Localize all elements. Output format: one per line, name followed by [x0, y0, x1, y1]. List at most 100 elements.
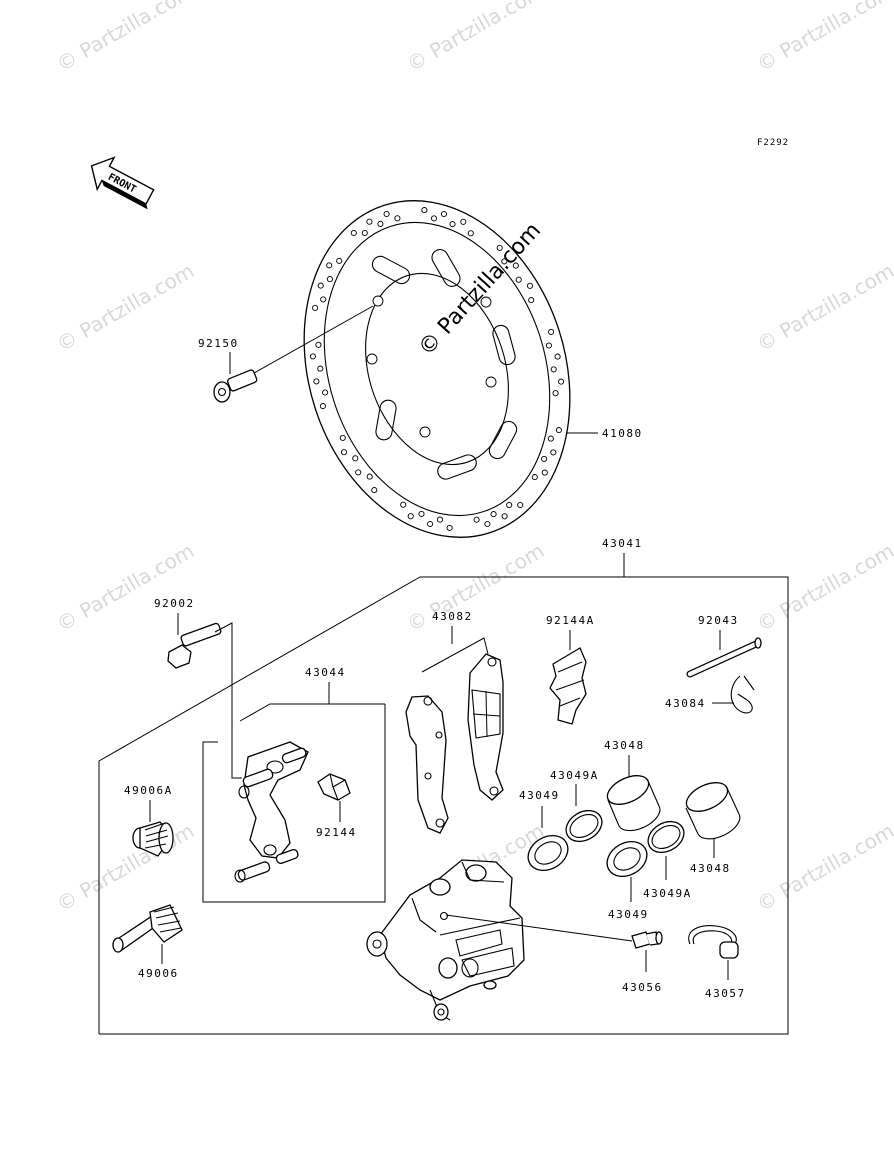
- disc-hole: [362, 230, 367, 235]
- disc-hole: [491, 511, 496, 516]
- bleed-valve: [632, 932, 662, 948]
- disc-hole: [337, 258, 342, 263]
- watermark: © Partzilla.com: [753, 818, 894, 916]
- disc-hole: [419, 511, 424, 516]
- disc-hole: [461, 219, 466, 224]
- disc-hole: [367, 219, 372, 224]
- seal-ring-a-upper: [561, 804, 608, 847]
- part-label: 92043: [698, 614, 739, 627]
- part-label: 92150: [198, 337, 239, 350]
- part-label: 43049A: [643, 887, 692, 900]
- part-label: 41080: [602, 427, 643, 440]
- disc-hole: [367, 474, 372, 479]
- brake-disc: [262, 166, 612, 572]
- disc-hole: [551, 450, 556, 455]
- disc-hole: [546, 343, 551, 348]
- part-label: 43049A: [550, 769, 599, 782]
- disc-hole: [310, 354, 315, 359]
- piston-upper: [603, 770, 660, 831]
- brake-pad-outer: [468, 654, 503, 800]
- disc-hole: [340, 435, 345, 440]
- disc-hole: [518, 502, 523, 507]
- seal-ring-lower: [601, 835, 653, 884]
- disc-hole: [341, 450, 346, 455]
- disc-hole: [529, 298, 534, 303]
- disc-hole: [431, 216, 436, 221]
- disc-hole: [384, 211, 389, 216]
- part-label: 92144A: [546, 614, 595, 627]
- pad-spring: [550, 648, 586, 724]
- disc-hole: [507, 502, 512, 507]
- watermark: © Partzilla.com: [53, 538, 199, 636]
- watermark: © Partzilla.com: [403, 538, 549, 636]
- disc-hole: [441, 211, 446, 216]
- disc-hole: [428, 521, 433, 526]
- disc-hole: [437, 517, 442, 522]
- part-label: 92144: [316, 826, 357, 839]
- disc-hole: [551, 367, 556, 372]
- disc-hole: [378, 221, 383, 226]
- caliper-bolt: [168, 623, 222, 668]
- caliper-body: [367, 860, 524, 1020]
- watermark: © Partzilla.com: [53, 818, 199, 916]
- disc-hole: [422, 208, 427, 213]
- disc-hole: [356, 470, 361, 475]
- part-label: 43057: [705, 987, 746, 1000]
- disc-hole: [474, 517, 479, 522]
- disc-hole: [318, 366, 323, 371]
- disc-hole: [320, 404, 325, 409]
- disc-hole: [548, 436, 553, 441]
- disc-hole: [318, 283, 323, 288]
- figure-id: F2292: [757, 138, 789, 148]
- watermark: © Partzilla.com: [53, 258, 199, 356]
- disc-hole: [321, 297, 326, 302]
- part-label: 43044: [305, 666, 346, 679]
- disc-hole: [372, 488, 377, 493]
- disc-hole: [553, 391, 558, 396]
- disc-hole: [314, 379, 319, 384]
- part-label: 43041: [602, 537, 643, 550]
- disc-hole: [323, 390, 328, 395]
- disc-hole: [395, 216, 400, 221]
- watermark: © Partzilla.com: [403, 0, 549, 76]
- disc-hole: [485, 521, 490, 526]
- disc-hole: [542, 456, 547, 461]
- part-label: 43082: [432, 610, 473, 623]
- holder-spring: [318, 774, 350, 800]
- watermark: © Partzilla.com: [753, 258, 894, 356]
- watermark: © Partzilla.com: [753, 538, 894, 636]
- watermark: © Partzilla.com: [53, 0, 199, 76]
- bleed-cap: [689, 926, 738, 958]
- seal-ring-a-lower: [643, 815, 690, 858]
- part-label: 43084: [665, 697, 706, 710]
- part-label: 43056: [622, 981, 663, 994]
- disc-hole: [532, 475, 537, 480]
- part-label: 43049: [519, 789, 560, 802]
- disc-hole: [516, 277, 521, 282]
- piston-lower: [682, 777, 740, 839]
- part-label: 49006A: [124, 784, 173, 797]
- disc-hole: [450, 222, 455, 227]
- dust-boot: [113, 905, 182, 952]
- disc-hole: [327, 277, 332, 282]
- disc-hole: [502, 514, 507, 519]
- disc-hole: [316, 342, 321, 347]
- disc-hole: [353, 456, 358, 461]
- part-label: 92002: [154, 597, 195, 610]
- front-arrow-icon: FRONT: [83, 150, 162, 215]
- part-label: 43049: [608, 908, 649, 921]
- disc-hole: [555, 354, 560, 359]
- disc-hole: [549, 329, 554, 334]
- disc-hole: [556, 428, 561, 433]
- pin-clip: [731, 676, 754, 713]
- disc-hole: [401, 502, 406, 507]
- part-label: 43048: [690, 862, 731, 875]
- disc-hole: [327, 263, 332, 268]
- disc-hole: [447, 525, 452, 530]
- disc-hole: [468, 231, 473, 236]
- disc-hole: [542, 470, 547, 475]
- disc-hole: [559, 379, 564, 384]
- pad-pin: [690, 638, 761, 674]
- brake-pad-inner: [406, 696, 448, 833]
